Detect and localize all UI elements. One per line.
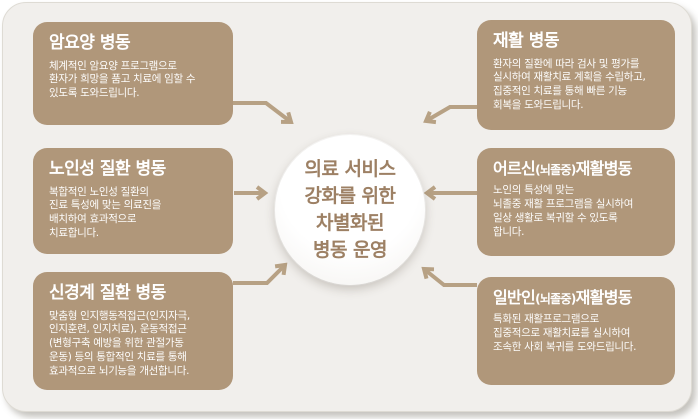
ward-body-general-stroke-rehab: 특화된 재활프로그램으로 집중적으로 재활치료를 실시하여 조속한 사회 복귀를… — [493, 313, 637, 354]
ward-title-paren: (뇌졸중) — [535, 163, 576, 177]
ward-box-geriatric-disease: 노인성 질환 병동 복합적인 노인성 질환의 진료 특성에 맞는 의료진을 배치… — [33, 148, 233, 254]
ward-body-rehabilitation: 환자의 질환에 따라 검사 및 평가를 실시하여 재활치료 계획을 수립하고, … — [493, 57, 646, 112]
ward-title-text: 어르신 — [493, 159, 536, 178]
ward-title-general-stroke-rehab: 일반인(뇌졸중)재활병동 — [493, 288, 661, 307]
ward-body-cancer-care: 체계적인 암요양 프로그램으로 환자가 희망을 품고 치료에 임할 수 있도록 … — [49, 59, 196, 100]
ward-body-senior-stroke-rehab: 노인의 특성에 맞는 뇌졸중 재활 프로그램을 실시하여 일상 생활로 복귀할 … — [493, 184, 634, 238]
ward-box-cancer-care: 암요양 병동 체계적인 암요양 프로그램으로 환자가 희망을 품고 치료에 임할… — [33, 22, 233, 125]
ward-title-paren: (뇌졸중) — [535, 292, 576, 306]
ward-title-senior-stroke-rehab: 어르신(뇌졸중)재활병동 — [493, 159, 661, 178]
ward-title-tail: 재활병동 — [575, 288, 633, 307]
center-circle: 의료 서비스 강화를 위한 차별화된 병동 운영 — [275, 135, 425, 285]
center-circle-text: 의료 서비스 강화를 위한 차별화된 병동 운영 — [304, 158, 396, 261]
ward-box-rehabilitation: 재활 병동 환자의 질환에 따라 검사 및 평가를 실시하여 재활치료 계획을 … — [477, 20, 675, 130]
ward-title-text: 신경계 질환 병동 — [49, 283, 166, 303]
ward-title-text: 암요양 병동 — [49, 33, 131, 53]
ward-title-geriatric-disease: 노인성 질환 병동 — [49, 159, 219, 180]
ward-title-text: 일반인 — [493, 288, 536, 307]
ward-title-text: 노인성 질환 병동 — [49, 159, 166, 179]
ward-title-rehabilitation: 재활 병동 — [493, 31, 661, 52]
ward-box-senior-stroke-rehab: 어르신(뇌졸중)재활병동 노인의 특성에 맞는 뇌졸중 재활 프로그램을 실시하… — [477, 148, 675, 256]
ward-title-cancer-care: 암요양 병동 — [49, 33, 219, 54]
ward-body-geriatric-disease: 복합적인 노인성 질환의 진료 특성에 맞는 의료진을 배치하여 효과적으로 치… — [49, 185, 162, 240]
ward-box-general-stroke-rehab: 일반인(뇌졸중)재활병동 특화된 재활프로그램으로 집중적으로 재활치료를 실시… — [477, 277, 675, 385]
ward-title-text: 재활 병동 — [493, 31, 559, 51]
ward-box-neurological-disease: 신경계 질환 병동 맞춤형 인지행동적접근(인지자극, 인지훈련, 인지치료),… — [33, 272, 233, 390]
ward-title-neurological-disease: 신경계 질환 병동 — [49, 283, 219, 304]
ward-title-tail: 재활병동 — [575, 159, 633, 178]
ward-body-neurological-disease: 맞춤형 인지행동적접근(인지자극, 인지훈련, 인지치료), 운동적접근 (변형… — [49, 309, 190, 377]
